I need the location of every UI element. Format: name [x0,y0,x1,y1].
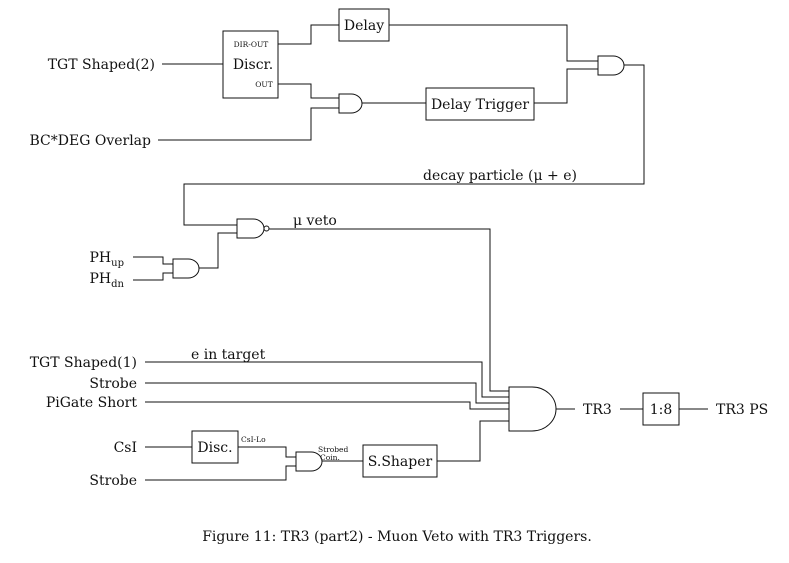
output-tr3-ps-label: TR3 PS [716,402,768,418]
input-bc-deg-overlap: BC*DEG Overlap [30,133,152,149]
wire-strobe-1 [145,382,509,404]
nand-gate-mu-veto [236,218,265,239]
wire-delay-to-and [389,24,598,62]
delay-label: Delay [344,18,384,34]
input-strobe-1: Strobe [89,376,137,392]
signal-mu-veto-label: μ veto [293,213,337,229]
input-csi: CsI [114,440,137,456]
wire-strobe-2 [145,465,296,481]
wire-ph-and-to-nand [199,232,237,269]
discriminator-label: Discr. [233,57,273,73]
and-gate-decay-particle [597,55,625,76]
and-gate-strobed-coin [295,451,323,472]
wire-delay-trigger-to-and [534,68,598,104]
figure-caption: Figure 11: TR3 (part2) - Muon Veto with … [202,529,592,545]
signal-e-in-target-label: e in target [191,347,266,363]
delay-trigger-label: Delay Trigger [431,97,529,113]
input-tgt-shaped-2: TGT Shaped(2) [48,57,155,73]
input-ph-up: PHup [90,250,124,269]
signal-csi-lo-label: CsI-Lo [241,435,266,444]
wire-ph-dn [133,272,173,281]
and-gate-ph [172,258,200,279]
input-pigate-short: PiGate Short [46,395,138,411]
port-out-label: OUT [255,80,272,89]
delay-box [338,8,390,42]
wire-csi-lo [238,446,296,458]
signal-strobed-label: Strobed [318,445,348,454]
port-dir-out-label: DIR-OUT [234,40,269,49]
prescale-label: 1:8 [650,402,673,418]
wire-tgt-shaped-1 [145,361,509,398]
delay-trigger-box [425,87,535,121]
prescale-box [642,392,680,426]
inverter-bubble [263,225,270,232]
input-strobe-2: Strobe [89,473,137,489]
wire-dir-out-to-delay [278,24,339,45]
input-tgt-shaped-1: TGT Shaped(1) [30,355,137,371]
wire-pigate-short [145,401,509,410]
signal-coin-label: Coin. [320,453,340,462]
disc-label: Disc. [197,440,232,456]
and-gate-tr3 [508,386,557,432]
input-ph-dn: PHdn [90,271,125,290]
wire-decay-particle [183,64,645,226]
s-shaper-box [362,444,438,478]
wire-s-shaper-to-and [437,420,509,462]
signal-decay-particle-label: decay particle (μ + e) [423,168,577,184]
wire-mu-veto [269,228,509,392]
s-shaper-label: S.Shaper [368,454,433,470]
and-gate-delay-trigger-input [338,93,363,114]
wire-ph-up [133,256,173,265]
disc-box [191,430,239,464]
wire-out-to-and [278,83,339,99]
wire-bc-deg-overlap [158,107,339,141]
output-tr3-label: TR3 [583,402,612,418]
discriminator-box [222,30,279,99]
